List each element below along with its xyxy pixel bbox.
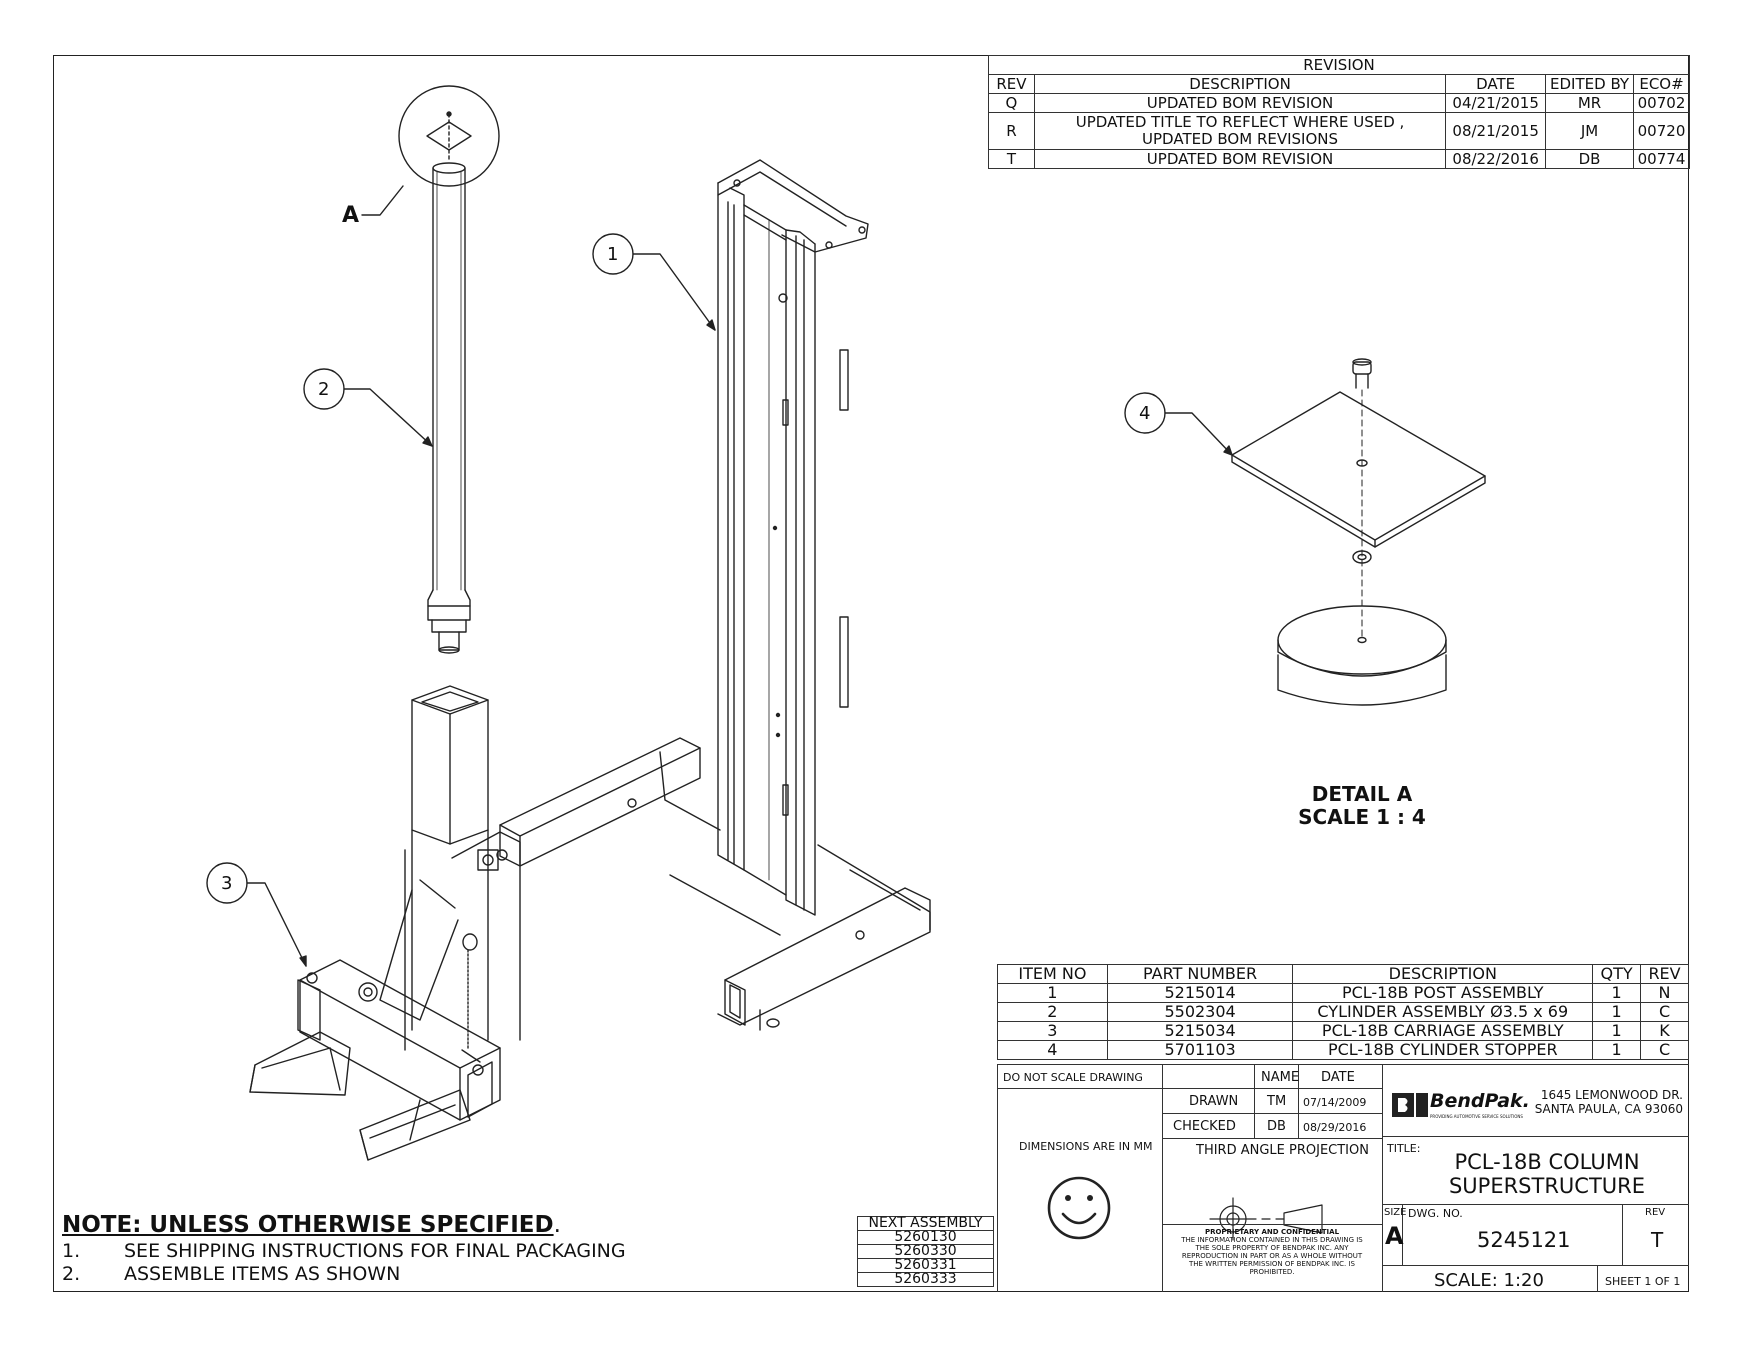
revision-title: REVISION: [988, 55, 1690, 75]
projection-symbol: [1209, 1197, 1323, 1241]
callout-1: 1: [607, 244, 619, 265]
drawn-label: DRAWN: [1189, 1094, 1239, 1109]
rev-label: REV: [1645, 1207, 1666, 1218]
dwg-no-value: 5245121: [1477, 1228, 1571, 1252]
size-value: A: [1385, 1222, 1404, 1250]
rev-header: REV: [988, 74, 1035, 94]
next-assembly-title: NEXT ASSEMBLY: [857, 1216, 994, 1231]
callout-3: 3: [221, 873, 233, 894]
description-header: DESCRIPTION: [1033, 74, 1447, 94]
bendpak-logo-icon: [1392, 1093, 1428, 1117]
bom-rev-header: REV: [1640, 964, 1689, 984]
title-block: DO NOT SCALE DRAWING DIMENSIONS ARE IN M…: [997, 1064, 1689, 1292]
scale-label: SCALE: 1:20: [1434, 1270, 1544, 1291]
rev-value: T: [1651, 1228, 1664, 1252]
drawing-frame: [53, 55, 1689, 1292]
sheet-label: SHEET 1 OF 1: [1605, 1275, 1681, 1288]
part-number-header: PART NUMBER: [1106, 964, 1294, 984]
cylinder-stopper-illustration: [1231, 358, 1486, 706]
projection-label: THIRD ANGLE PROJECTION: [1196, 1143, 1369, 1158]
list-item: 5260330: [857, 1244, 994, 1259]
name-header: NAME: [1261, 1070, 1300, 1085]
edited-by-header: EDITED BY: [1545, 74, 1635, 94]
qty-header: QTY: [1592, 964, 1642, 984]
revision-row: T UPDATED BOM REVISION 08/22/2016 DB 007…: [988, 149, 1690, 169]
detail-title: DETAIL A: [1311, 782, 1413, 806]
bom-description-header: DESCRIPTION: [1292, 964, 1594, 984]
revision-row: R UPDATED TITLE TO REFLECT WHERE USED , …: [988, 112, 1690, 150]
drawn-date: 07/14/2009: [1303, 1096, 1367, 1109]
note-item: 2.ASSEMBLE ITEMS AS SHOWN: [62, 1263, 401, 1285]
next-assembly-table: NEXT ASSEMBLY 5260130 5260330 5260331 52…: [857, 1216, 994, 1287]
bill-of-materials-table: ITEM NO PART NUMBER DESCRIPTION QTY REV …: [997, 964, 1689, 1060]
carriage-assembly-illustration: [249, 685, 521, 1161]
company-address: 1645 LEMONWOOD DR. SANTA PAULA, CA 93060: [1534, 1088, 1683, 1116]
callout-leaders: [206, 185, 1233, 967]
callout-4: 4: [1139, 403, 1151, 424]
post-assembly-illustration: [499, 159, 931, 1031]
drawn-name: TM: [1267, 1094, 1287, 1109]
eco-header: ECO#: [1633, 74, 1690, 94]
revision-row: Q UPDATED BOM REVISION 04/21/2015 MR 007…: [988, 93, 1690, 113]
detail-caption: DETAIL A SCALE 1 : 4: [1262, 783, 1462, 829]
notes-title: NOTE: UNLESS OTHERWISE SPECIFIED.: [62, 1212, 561, 1238]
size-label: SIZE: [1384, 1207, 1407, 1218]
proprietary-notice: PROPRIETARY AND CONFIDENTIAL THE INFORMA…: [1181, 1228, 1363, 1276]
detail-scale: SCALE 1 : 4: [1298, 805, 1426, 829]
detail-reference-label: A: [342, 203, 360, 228]
note-item: 1.SEE SHIPPING INSTRUCTIONS FOR FINAL PA…: [62, 1240, 626, 1262]
smiley-icon: [1047, 1176, 1111, 1240]
do-not-scale-label: DO NOT SCALE DRAWING: [1003, 1071, 1143, 1084]
checked-label: CHECKED: [1173, 1119, 1236, 1134]
date-header: DATE: [1321, 1070, 1355, 1085]
revision-table: REVISION REV DESCRIPTION DATE EDITED BY …: [988, 55, 1690, 169]
company-logo-text: BendPak.: [1430, 1090, 1530, 1112]
date-header: DATE: [1445, 74, 1547, 94]
checked-date: 08/29/2016: [1303, 1121, 1367, 1134]
callout-2: 2: [318, 379, 330, 400]
company-tagline: PROVIDING AUTOMOTIVE SERVICE SOLUTIONS: [1430, 1114, 1523, 1119]
list-item: 5260333: [857, 1272, 994, 1287]
dwg-no-label: DWG. NO.: [1408, 1207, 1463, 1220]
title-label: TITLE:: [1387, 1142, 1421, 1155]
checked-name: DB: [1267, 1119, 1286, 1134]
drawing-title: PCL-18B COLUMN SUPERSTRUCTURE: [1448, 1150, 1646, 1198]
dimensions-label: DIMENSIONS ARE IN MM: [1019, 1140, 1153, 1153]
item-no-header: ITEM NO: [997, 964, 1108, 984]
cylinder-assembly-illustration: [398, 85, 500, 654]
